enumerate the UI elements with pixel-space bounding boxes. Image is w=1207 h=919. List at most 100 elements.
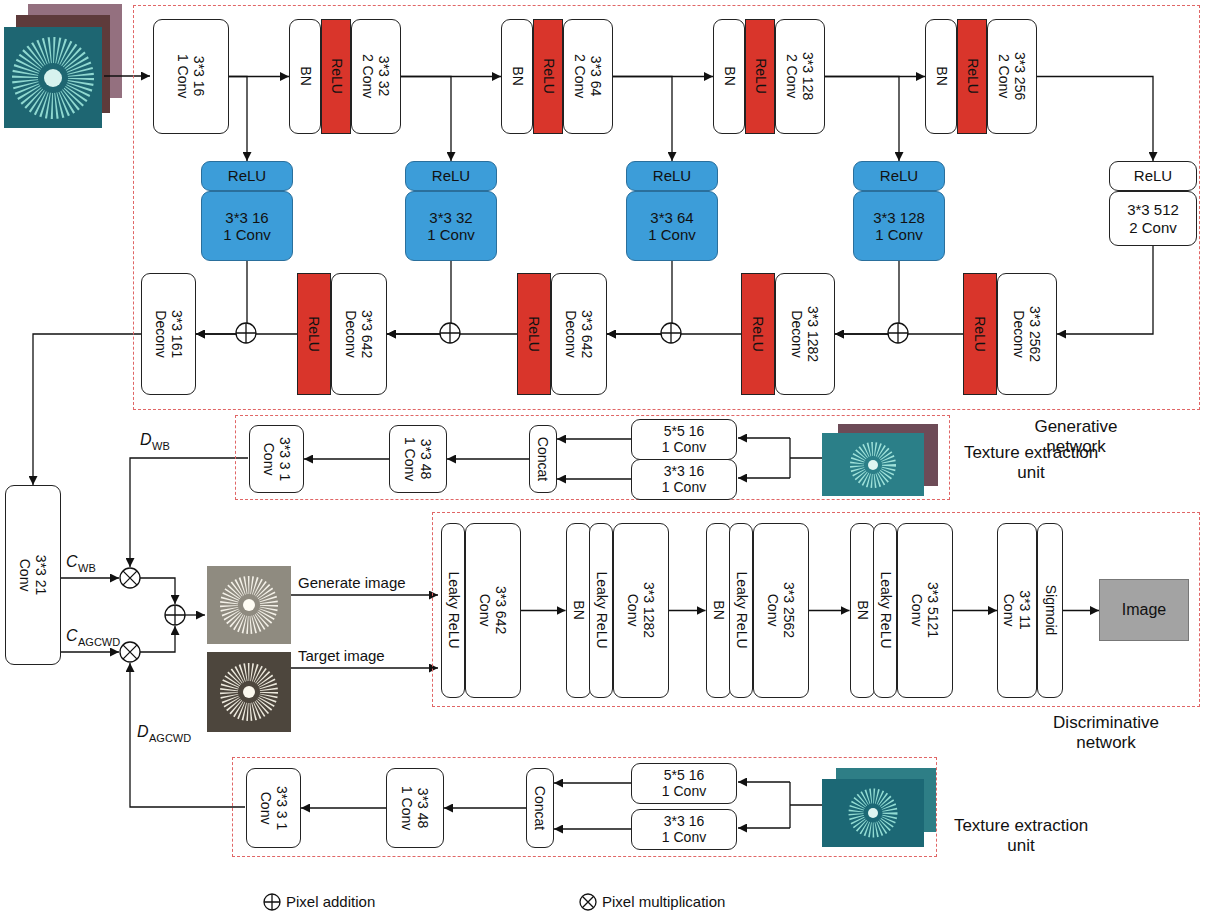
block-text: 3*3 1282 Deconv [789,304,821,364]
block-text: ReLU [526,279,542,389]
target-photo [207,652,291,732]
legend-multiplication-symbol [580,894,596,910]
block-text: 3*3 48 1 Conv [402,434,434,484]
relu-block: ReLU [745,19,775,134]
block-text: 3*3 16 1 Conv [659,813,709,845]
block-text: BN [933,25,949,128]
bn-block: BN [706,523,731,698]
block-text: 3*3 642 Deconv [563,308,595,360]
block-text: 3*3 11 Conv [1001,587,1033,635]
conv-block: 3*3 256 2 Conv [987,19,1037,134]
connector-arrow [304,458,389,459]
block-text: 3*3 256 2 Conv [996,51,1028,103]
conv-block: 3*3 3 1 Conv [249,425,304,493]
connector-arrow [953,610,997,611]
connector-arrow [229,77,247,162]
label-holder: Target image [298,647,385,665]
conv-block: 3*3 64 2 Conv [563,19,613,134]
block-text: Leaky ReLU [445,529,461,692]
concat-block: Concat [529,425,557,493]
block-text: 3*3 3 1 Conv [257,785,289,832]
anemone [25,50,81,106]
connector-arrow [669,610,706,611]
bn-block: BN [289,19,321,134]
generated-photo [207,566,291,644]
anemone-center [868,808,878,818]
symbol-label: D [137,722,149,741]
block-text: 3*3 64 1 Conv [647,209,698,244]
pixel-addition-symbol [440,323,460,343]
label-holder: D [137,722,149,741]
split-line [790,438,822,478]
deconv-block: 3*3 642 Deconv [551,273,607,395]
block-text: BN [297,25,313,128]
relu-block: ReLU [626,161,718,191]
legend-holder: Pixel multiplication [602,893,725,911]
block-text: 3*3 16 1 Conv [222,209,273,244]
block-text: BN [509,25,525,128]
connector-arrow [387,261,451,334]
block-text: Leaky ReLU [877,529,893,692]
block-text: 3*3 16 1 Conv [659,463,709,495]
block-text: 5*5 16 1 Conv [659,767,709,799]
subscript-label: WB [78,562,96,575]
anemone [856,796,890,830]
block-text: ReLU [752,25,768,128]
bn-block: BN [566,523,591,698]
heading-holder: Texture extraction unit [956,443,1106,484]
label-holder: AGCWD [78,636,120,649]
connector-arrow [557,438,631,439]
block-text: Image [1122,601,1166,619]
conv-block: 5*5 16 1 Conv [631,419,737,460]
bn-block: BN [925,19,957,134]
subscript-label: WB [152,440,170,453]
input-photo [822,779,924,847]
block-text: ReLU [750,279,766,389]
pixel-addition-symbol [888,323,908,343]
heading-holder: Discriminative network [1031,713,1181,754]
connector-arrow [301,807,386,808]
block-text: BN [854,529,870,692]
label-holder: C [66,626,78,645]
subscript-label: AGCWD [78,636,120,649]
block-text: ReLU [880,167,918,184]
pixel-addition-symbol [236,323,256,343]
connector-arrow [557,478,631,479]
relu-block: ReLU [853,161,945,191]
signal-line [61,577,119,578]
legend-holder: Pixel addition [286,893,375,911]
block-text: Leaky ReLU [593,529,609,692]
image-arrow [291,667,438,668]
connector-arrow [809,610,850,611]
block-text: 3*3 16 1 Conv [175,54,207,100]
legend-multiplication-symbol [582,896,593,907]
block-text: BN [721,25,737,128]
pixel-addition-symbol [236,323,256,343]
conv-block: 3*3 512 2 Conv [1109,191,1197,246]
block-text: ReLU [228,167,266,184]
conv-block: 3*3 2562 Conv [753,523,809,698]
label-holder: AGCWD [149,732,191,745]
connector-arrow [401,77,451,162]
discriminator-region: Discriminative networkLeaky ReLU3*3 642 … [432,512,1200,707]
signal-line [130,663,245,807]
label-holder: D [140,430,152,449]
bn-block: BN [713,19,745,134]
block-text: Sigmoid [1042,529,1058,692]
conv-block: 5*5 16 1 Conv [631,763,737,804]
block-text: 5*5 16 1 Conv [659,423,709,455]
connector-arrow [607,261,672,334]
relu-block: ReLU [741,273,775,395]
block-text: 3*3 642 Conv [477,585,509,637]
block-text: 3*3 128 1 Conv [871,209,927,244]
input-photo [822,433,924,496]
heading-holder: Texture extraction unit [946,816,1096,857]
conv-block: 3*3 16 1 Conv [153,19,229,134]
bn-block: BN [850,523,875,698]
input-photo [4,27,102,128]
connector-arrow [447,458,529,459]
block-text: 3*3 642 Deconv [343,308,375,360]
pixel-addition-symbol [661,323,681,343]
relu-block: ReLU [1109,161,1197,191]
block-text: 3*3 1282 Conv [625,581,657,641]
